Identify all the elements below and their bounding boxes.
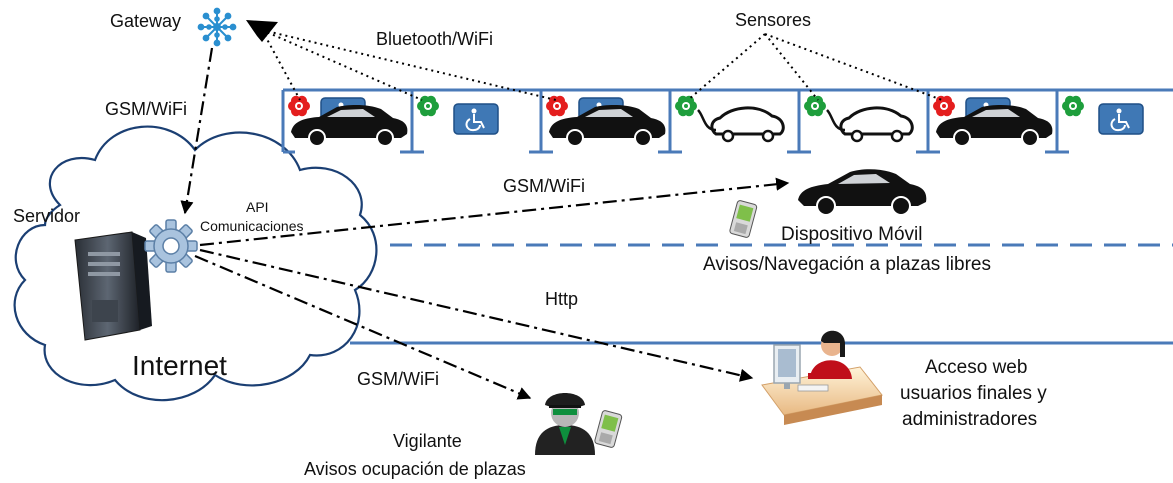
guard-icon bbox=[535, 393, 595, 455]
sensor-icon bbox=[417, 95, 439, 117]
api-label: API bbox=[246, 199, 269, 215]
servidor-label: Servidor bbox=[13, 206, 81, 226]
gsm-wifi-guard-label: GSM/WiFi bbox=[357, 369, 439, 389]
parking-spot bbox=[546, 90, 682, 154]
web-access-icon bbox=[761, 330, 883, 425]
api-gear-icon bbox=[144, 219, 198, 273]
http-link bbox=[199, 248, 754, 382]
internet-label: Internet bbox=[132, 350, 227, 381]
server-icon bbox=[74, 231, 152, 341]
bluetooth-wifi-label: Bluetooth/WiFi bbox=[376, 29, 494, 49]
gsm-link-gateway bbox=[180, 47, 214, 215]
parking-spot bbox=[933, 90, 1069, 154]
gateway-arrowhead bbox=[246, 20, 278, 42]
gsm-wifi-mobile-label: GSM/WiFi bbox=[503, 176, 585, 196]
dispositivo-movil-label: Dispositivo Móvil bbox=[781, 224, 923, 245]
parking-spot bbox=[804, 90, 940, 154]
parking-spot bbox=[675, 90, 811, 154]
bluetooth-links bbox=[261, 29, 557, 101]
gsm-link-guard bbox=[194, 254, 532, 400]
acceso-web-label-3: administradores bbox=[902, 409, 1038, 430]
parked-car-icon bbox=[549, 104, 666, 147]
acceso-web-label-2: usuarios finales y bbox=[900, 383, 1047, 404]
acceso-web-label-1: Acceso web bbox=[925, 357, 1028, 378]
electric-car-icon bbox=[826, 106, 914, 143]
sensor-icon bbox=[288, 95, 310, 117]
gsm-link-mobile bbox=[199, 177, 790, 247]
http-label: Http bbox=[545, 289, 579, 309]
vigilante-label: Vigilante bbox=[393, 431, 462, 451]
phone-icon-guard bbox=[594, 410, 623, 448]
gateway-label: Gateway bbox=[110, 11, 182, 31]
disabled-parking-icon bbox=[453, 103, 499, 135]
gateway-icon bbox=[197, 7, 237, 47]
electric-car-icon bbox=[697, 106, 785, 143]
parking-spot bbox=[417, 90, 553, 154]
comunicaciones-label: Comunicaciones bbox=[200, 218, 304, 234]
sensores-label: Sensores bbox=[735, 10, 812, 30]
parking-spot bbox=[288, 90, 424, 154]
sensor-icon bbox=[933, 95, 955, 117]
sensores-links bbox=[687, 33, 943, 101]
avisos-ocupacion-label: Avisos ocupación de plazas bbox=[304, 459, 526, 479]
avisos-navegacion-label: Avisos/Navegación a plazas libres bbox=[703, 254, 991, 275]
parked-car-icon bbox=[291, 104, 408, 147]
gsm-wifi-gateway-label: GSM/WiFi bbox=[105, 99, 187, 119]
sensor-icon bbox=[675, 95, 697, 117]
parking-spot bbox=[1062, 95, 1144, 135]
sensor-icon bbox=[1062, 95, 1084, 117]
parked-car-icon bbox=[936, 104, 1053, 147]
sensor-icon bbox=[546, 95, 568, 117]
phone-icon-mobile bbox=[729, 200, 758, 238]
disabled-parking-icon bbox=[1098, 103, 1144, 135]
mobile-car-icon bbox=[798, 169, 927, 216]
sensor-icon bbox=[804, 95, 826, 117]
